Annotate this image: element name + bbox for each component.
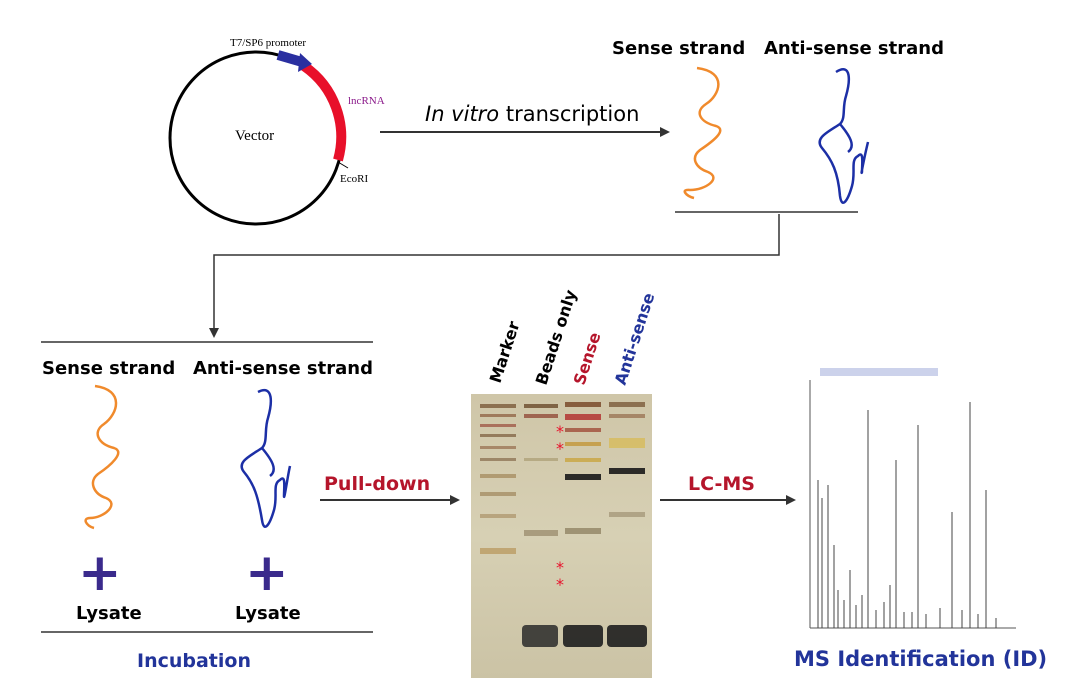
incubation-sense-strand: [84, 384, 120, 530]
transcription-step: In vitro transcription: [380, 102, 670, 137]
incubation-sense-label: Sense strand: [42, 358, 175, 379]
vector-plasmid: Vector T7/SP6 promoter lncRNA EcoRI: [168, 37, 385, 226]
pulldown-step: Pull-down: [320, 473, 460, 505]
plus-icon: +: [78, 543, 122, 603]
sense-lane: [563, 402, 603, 647]
ms-title: MS Identification (ID): [794, 647, 1047, 671]
beads-lane: [522, 404, 558, 647]
band-marker-asterisk: *: [556, 439, 564, 458]
vector-label: Vector: [235, 128, 274, 144]
top-antisense-strand: [818, 68, 870, 204]
lysate-left-label: Lysate: [76, 603, 142, 624]
lysate-right-label: Lysate: [235, 603, 301, 624]
lane-label-marker: Marker: [486, 319, 524, 385]
incubation-panel: Sense strand Anti-sense strand + + Lysat…: [41, 358, 373, 672]
top-strands: Sense strand Anti-sense strand: [612, 38, 944, 213]
transcription-label-italic: In vitro: [425, 102, 499, 126]
connector: [41, 214, 780, 343]
promoter-arrow: [276, 50, 304, 67]
band-marker-asterisk: *: [556, 558, 564, 577]
band-marker-asterisk: *: [556, 422, 564, 441]
top-sense-label: Sense strand: [612, 38, 745, 59]
marker-lane: [480, 404, 516, 554]
spectrum-header: [820, 368, 938, 376]
connector-line: [209, 214, 780, 338]
transcription-label-rest: transcription: [499, 102, 639, 126]
spectrum-peaks: [817, 402, 997, 628]
top-antisense-label: Anti-sense strand: [764, 38, 944, 59]
transcription-label: In vitro transcription: [425, 102, 639, 126]
pulldown-label: Pull-down: [324, 473, 430, 495]
ecori-label: EcoRI: [340, 173, 368, 185]
lncrna-insert: [301, 61, 347, 162]
promoter-label: T7/SP6 promoter: [230, 37, 306, 49]
lane-label-antisense: Anti-sense: [611, 290, 659, 387]
lcms-step: LC-MS: [660, 473, 796, 505]
ms-spectrum: [809, 368, 1016, 629]
ecori-tick: [337, 161, 349, 169]
top-sense-strand: [683, 66, 722, 200]
gel-panel: Marker Beads only Sense Anti-sense: [471, 287, 658, 678]
incubation-antisense-label: Anti-sense strand: [193, 358, 373, 379]
promoter-arrowhead: [298, 53, 312, 72]
lcms-label: LC-MS: [688, 473, 755, 495]
incubation-title: Incubation: [137, 650, 251, 672]
band-marker-asterisk: *: [556, 575, 564, 594]
lncrna-label: lncRNA: [348, 95, 385, 107]
antisense-lane: [607, 402, 647, 647]
plus-icon: +: [245, 543, 289, 603]
lane-label-sense: Sense: [570, 330, 605, 388]
incubation-antisense-strand: [240, 389, 292, 528]
